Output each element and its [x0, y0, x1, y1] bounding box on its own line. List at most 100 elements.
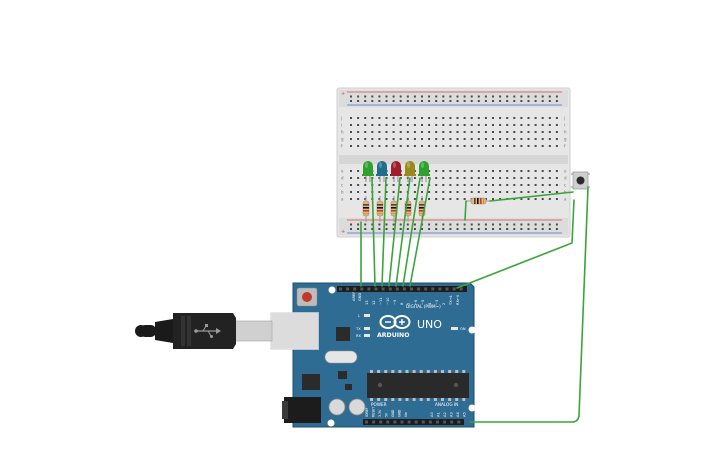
- breadboard-hole[interactable]: [484, 124, 487, 126]
- breadboard-hole[interactable]: [385, 223, 388, 226]
- breadboard-hole[interactable]: [548, 138, 551, 140]
- breadboard-hole[interactable]: [470, 191, 473, 193]
- button-cap[interactable]: [576, 176, 585, 185]
- breadboard-hole[interactable]: [484, 223, 487, 226]
- breadboard-hole[interactable]: [435, 184, 438, 186]
- breadboard-hole[interactable]: [392, 191, 395, 193]
- header-pin[interactable]: [360, 287, 364, 291]
- breadboard-hole[interactable]: [548, 131, 551, 133]
- breadboard-hole[interactable]: [527, 100, 530, 102]
- breadboard-hole[interactable]: [378, 228, 381, 230]
- header-pin[interactable]: [417, 287, 421, 291]
- breadboard-hole[interactable]: [527, 184, 530, 186]
- header-pin[interactable]: [365, 420, 368, 424]
- breadboard-hole[interactable]: [484, 117, 487, 119]
- breadboard-hole[interactable]: [385, 95, 388, 98]
- breadboard-hole[interactable]: [477, 145, 480, 147]
- breadboard-hole[interactable]: [477, 177, 480, 179]
- breadboard-hole[interactable]: [371, 100, 374, 102]
- breadboard-hole[interactable]: [548, 198, 551, 200]
- breadboard-hole[interactable]: [449, 124, 452, 126]
- breadboard-hole[interactable]: [421, 95, 423, 98]
- breadboard-hole[interactable]: [406, 223, 409, 226]
- breadboard-hole[interactable]: [463, 145, 466, 147]
- breadboard-hole[interactable]: [534, 131, 537, 133]
- breadboard-hole[interactable]: [399, 228, 402, 230]
- breadboard-hole[interactable]: [385, 145, 388, 147]
- header-pin[interactable]: [410, 287, 413, 291]
- breadboard-hole[interactable]: [449, 117, 452, 119]
- breadboard-hole[interactable]: [555, 177, 558, 179]
- breadboard-hole[interactable]: [392, 117, 395, 119]
- breadboard-hole[interactable]: [449, 223, 452, 226]
- breadboard-hole[interactable]: [364, 198, 367, 200]
- breadboard-hole[interactable]: [442, 117, 445, 119]
- breadboard-hole[interactable]: [484, 100, 487, 102]
- breadboard-hole[interactable]: [477, 191, 480, 193]
- breadboard-hole[interactable]: [357, 145, 360, 147]
- breadboard-hole[interactable]: [399, 191, 402, 193]
- breadboard-hole[interactable]: [435, 223, 438, 226]
- breadboard-hole[interactable]: [392, 100, 395, 102]
- header-pin[interactable]: [438, 287, 442, 291]
- breadboard-hole[interactable]: [428, 228, 431, 230]
- breadboard-hole[interactable]: [477, 100, 480, 102]
- breadboard-hole[interactable]: [555, 100, 558, 102]
- breadboard-hole[interactable]: [527, 198, 530, 200]
- breadboard-hole[interactable]: [442, 198, 445, 200]
- breadboard-hole[interactable]: [520, 198, 523, 200]
- breadboard-hole[interactable]: [378, 131, 381, 133]
- breadboard-hole[interactable]: [492, 184, 494, 186]
- breadboard-hole[interactable]: [364, 95, 367, 98]
- breadboard-hole[interactable]: [406, 138, 409, 140]
- header-pin[interactable]: [400, 420, 404, 424]
- breadboard-hole[interactable]: [513, 170, 516, 172]
- breadboard-hole[interactable]: [350, 100, 352, 102]
- breadboard-hole[interactable]: [357, 131, 360, 133]
- breadboard-hole[interactable]: [421, 100, 423, 102]
- breadboard-hole[interactable]: [527, 124, 530, 126]
- breadboard-hole[interactable]: [506, 131, 509, 133]
- breadboard-hole[interactable]: [357, 170, 360, 172]
- breadboard-hole[interactable]: [506, 100, 509, 102]
- breadboard-hole[interactable]: [506, 191, 509, 193]
- breadboard-hole[interactable]: [357, 228, 360, 230]
- header-pin[interactable]: [346, 287, 350, 291]
- breadboard-hole[interactable]: [520, 223, 523, 226]
- breadboard-hole[interactable]: [357, 100, 360, 102]
- breadboard-hole[interactable]: [435, 95, 438, 98]
- breadboard-hole[interactable]: [456, 100, 459, 102]
- breadboard-hole[interactable]: [484, 228, 487, 230]
- breadboard-hole[interactable]: [541, 145, 544, 147]
- breadboard-hole[interactable]: [449, 191, 452, 193]
- header-pin[interactable]: [339, 287, 342, 291]
- breadboard-hole[interactable]: [456, 138, 459, 140]
- breadboard-hole[interactable]: [399, 223, 402, 226]
- breadboard-hole[interactable]: [555, 117, 558, 119]
- breadboard-hole[interactable]: [541, 131, 544, 133]
- breadboard-hole[interactable]: [428, 131, 431, 133]
- breadboard-hole[interactable]: [484, 184, 487, 186]
- breadboard-hole[interactable]: [350, 198, 352, 200]
- breadboard-hole[interactable]: [392, 138, 395, 140]
- breadboard-hole[interactable]: [428, 100, 431, 102]
- breadboard-hole[interactable]: [492, 138, 494, 140]
- breadboard-hole[interactable]: [548, 117, 551, 119]
- breadboard-hole[interactable]: [541, 124, 544, 126]
- breadboard-hole[interactable]: [499, 95, 502, 98]
- breadboard-hole[interactable]: [442, 170, 445, 172]
- breadboard-hole[interactable]: [520, 170, 523, 172]
- breadboard-hole[interactable]: [506, 177, 509, 179]
- breadboard-hole[interactable]: [470, 138, 473, 140]
- breadboard-hole[interactable]: [492, 124, 494, 126]
- breadboard-hole[interactable]: [364, 124, 367, 126]
- breadboard-hole[interactable]: [470, 223, 473, 226]
- breadboard-hole[interactable]: [555, 228, 558, 230]
- breadboard-hole[interactable]: [399, 184, 402, 186]
- breadboard-hole[interactable]: [364, 145, 367, 147]
- breadboard-hole[interactable]: [378, 124, 381, 126]
- header-pin[interactable]: [414, 420, 418, 424]
- resistor[interactable]: [362, 196, 370, 222]
